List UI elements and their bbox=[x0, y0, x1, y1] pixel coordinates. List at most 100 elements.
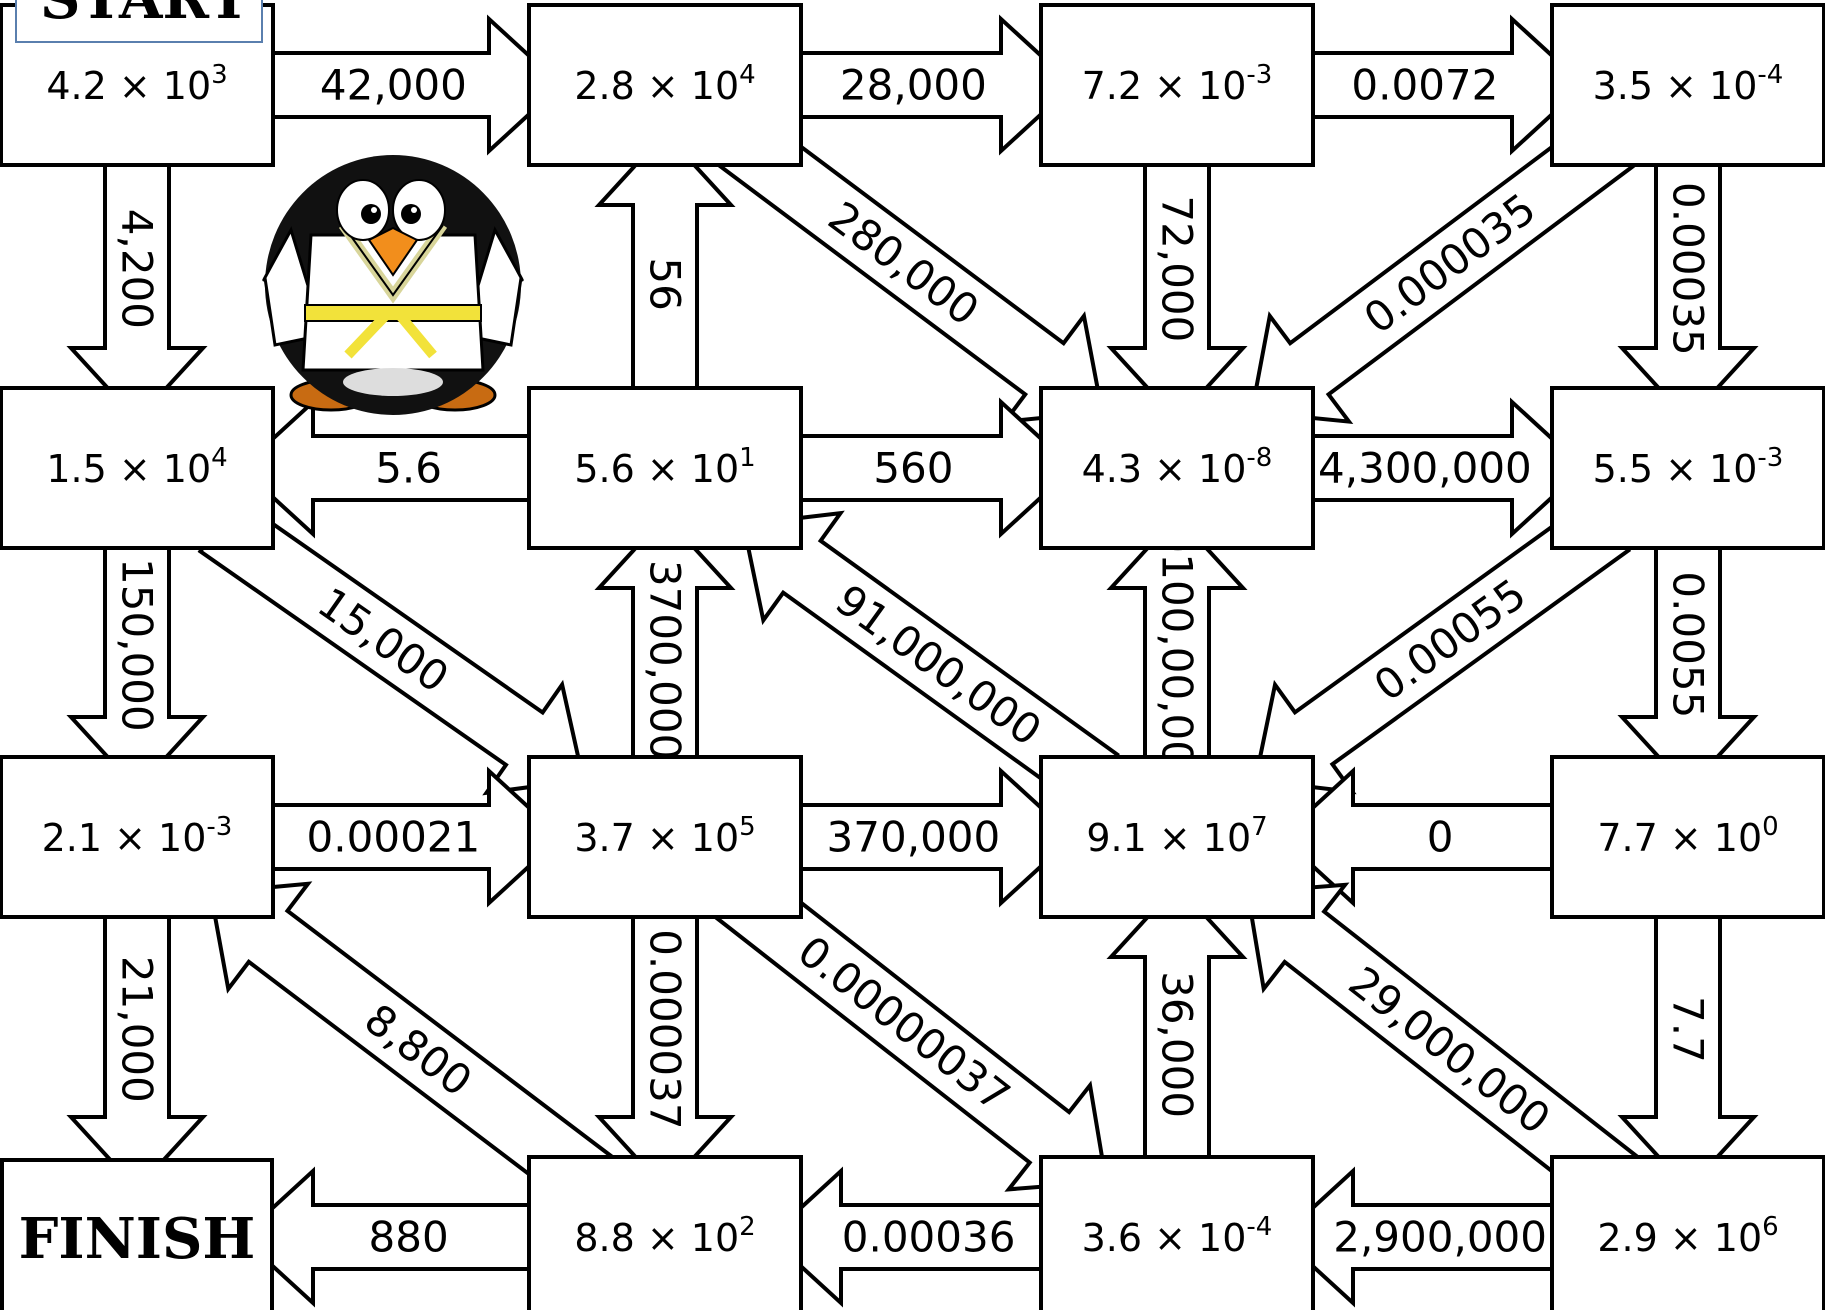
arrow-r2c1-to-r2c2: 370,000 bbox=[797, 771, 1073, 903]
scientific-notation-value: 1.5 × 104 bbox=[46, 443, 227, 491]
mantissa: 4.3 bbox=[1082, 447, 1142, 491]
arrow-label: 72,000 bbox=[1153, 195, 1202, 342]
number-box-r1c3: 5.5 × 10-3 bbox=[1552, 388, 1824, 548]
exponent: -4 bbox=[1246, 1212, 1272, 1242]
mantissa: 7.2 bbox=[1082, 64, 1142, 108]
mantissa: 5.6 bbox=[574, 447, 634, 491]
mantissa: 3.7 bbox=[574, 816, 634, 860]
scientific-notation-value: 2.9 × 106 bbox=[1597, 1212, 1778, 1260]
arrow-r3c2-to-r2c2: 36,000 bbox=[1111, 885, 1243, 1161]
arrow-label: 5.6 bbox=[375, 444, 442, 493]
arrow-label: 0.000035 bbox=[1355, 184, 1545, 343]
exponent: -4 bbox=[1757, 60, 1783, 90]
scientific-notation-value: 2.8 × 104 bbox=[574, 60, 755, 108]
number-box-r1c2: 4.3 × 10-8 bbox=[1041, 388, 1313, 548]
mantissa: 2.8 bbox=[574, 64, 634, 108]
arrow-label: 36,000 bbox=[1153, 971, 1202, 1118]
arrow-label: 42,000 bbox=[320, 61, 467, 110]
arrow-r2c0-to-finish: 21,000 bbox=[71, 913, 203, 1189]
arrow-shape bbox=[1281, 771, 1556, 903]
penguin-mascot-icon bbox=[264, 155, 522, 415]
arrow-r1c0-to-r2c0: 150,000 bbox=[71, 544, 203, 789]
arrow-label: 3700,000 bbox=[641, 560, 690, 760]
arrow-label: 7.7 bbox=[1664, 996, 1713, 1063]
arrow-r0c3-to-r1c3: 0.00035 bbox=[1622, 161, 1754, 420]
times-ten: × 10 bbox=[635, 1216, 739, 1260]
finish-box: FINISH bbox=[2, 1160, 272, 1310]
mantissa: 9.1 bbox=[1086, 816, 1146, 860]
arrow-r1c3-to-r2c3: 0.0055 bbox=[1622, 544, 1754, 789]
arrow-r2c2-to-r1c2: 9100,00,000 bbox=[1111, 516, 1243, 794]
scientific-notation-value: 3.5 × 10-4 bbox=[1593, 60, 1784, 108]
arrow-label: 0.00035 bbox=[1664, 182, 1713, 356]
exponent: -3 bbox=[206, 812, 232, 842]
arrow-r3c2-to-r3c1: 0.00036 bbox=[769, 1171, 1045, 1303]
exponent: -3 bbox=[1246, 60, 1272, 90]
mantissa: 3.6 bbox=[1082, 1216, 1142, 1260]
number-box-r0c2: 7.2 × 10-3 bbox=[1041, 5, 1313, 165]
arrow-r1c1-to-r1c0: 5.6 bbox=[241, 402, 533, 534]
scientific-notation-value: 7.7 × 100 bbox=[1597, 812, 1778, 860]
times-ten: × 10 bbox=[1142, 64, 1246, 108]
scientific-notation-value: 4.3 × 10-8 bbox=[1082, 443, 1273, 491]
exponent: 4 bbox=[211, 443, 228, 473]
arrow-r2c0-to-r2c1: 0.00021 bbox=[269, 771, 561, 903]
number-box-r2c1: 3.7 × 105 bbox=[529, 757, 801, 917]
scientific-notation-value: 3.7 × 105 bbox=[574, 812, 755, 860]
scientific-notation-value: 2.1 × 10-3 bbox=[42, 812, 233, 860]
scientific-notation-value: 5.6 × 101 bbox=[574, 443, 755, 491]
exponent: -8 bbox=[1246, 443, 1272, 473]
arrow-label: 0.00055 bbox=[1365, 569, 1535, 710]
start-label: START bbox=[40, 0, 250, 32]
arrow-label: 0 bbox=[1427, 813, 1454, 862]
exponent: 2 bbox=[739, 1212, 756, 1242]
mantissa: 8.8 bbox=[574, 1216, 634, 1260]
number-box-r2c2: 9.1 × 107 bbox=[1041, 757, 1313, 917]
scientific-notation-value: 9.1 × 107 bbox=[1086, 812, 1267, 860]
arrow-label: 21,000 bbox=[113, 956, 162, 1103]
times-ten: × 10 bbox=[1653, 447, 1757, 491]
arrow-r2c3-to-r3c3: 7.7 bbox=[1622, 913, 1754, 1189]
arrow-r0c2-to-r1c2: 72,000 bbox=[1111, 161, 1243, 420]
arrow-r0c1-to-r0c2: 28,000 bbox=[797, 19, 1073, 151]
arrow-label: 0.00000037 bbox=[789, 926, 1019, 1121]
arrow-label: 29,000,000 bbox=[1340, 957, 1560, 1144]
times-ten: × 10 bbox=[635, 816, 739, 860]
mantissa: 4.2 bbox=[46, 64, 106, 108]
exponent: 4 bbox=[739, 60, 756, 90]
finish-label: FINISH bbox=[19, 1206, 256, 1272]
exponent: 1 bbox=[739, 443, 756, 473]
scientific-notation-value: 4.2 × 103 bbox=[46, 60, 227, 108]
mantissa: 5.5 bbox=[1593, 447, 1653, 491]
scientific-notation-value: 5.5 × 10-3 bbox=[1593, 443, 1784, 491]
arrow-r3c3-to-r3c2: 2,900,000 bbox=[1281, 1171, 1556, 1303]
arrow-label: 880 bbox=[369, 1213, 449, 1262]
times-ten: × 10 bbox=[1142, 1216, 1246, 1260]
arrow-r1c1-to-r0c1: 56 bbox=[599, 133, 731, 392]
times-ten: × 10 bbox=[1142, 447, 1246, 491]
exponent: 3 bbox=[211, 60, 228, 90]
exponent: 5 bbox=[739, 812, 756, 842]
scientific-notation-value: 3.6 × 10-4 bbox=[1082, 1212, 1273, 1260]
arrow-label: 0.00036 bbox=[842, 1213, 1016, 1262]
arrow-label: 370,000 bbox=[827, 813, 1001, 862]
number-box-r0c3: 3.5 × 10-4 bbox=[1552, 5, 1824, 165]
times-ten: × 10 bbox=[635, 64, 739, 108]
times-ten: × 10 bbox=[1658, 1216, 1762, 1260]
arrow-label: 56 bbox=[641, 257, 690, 310]
times-ten: × 10 bbox=[107, 447, 211, 491]
start-banner: START bbox=[16, 0, 262, 42]
arrow-r0c0-to-r0c1: 42,000 bbox=[269, 19, 561, 151]
times-ten: × 10 bbox=[1147, 816, 1251, 860]
arrow-label: 560 bbox=[873, 444, 953, 493]
arrow-label: 28,000 bbox=[840, 61, 987, 110]
number-box-r1c0: 1.5 × 104 bbox=[1, 388, 273, 548]
arrow-label: 280,000 bbox=[819, 192, 987, 335]
arrow-label: 0.0072 bbox=[1351, 61, 1498, 110]
number-box-r1c1: 5.6 × 101 bbox=[529, 388, 801, 548]
times-ten: × 10 bbox=[1653, 64, 1757, 108]
arrow-r2c1-to-r3c1: 0.000037 bbox=[599, 913, 731, 1189]
times-ten: × 10 bbox=[635, 447, 739, 491]
